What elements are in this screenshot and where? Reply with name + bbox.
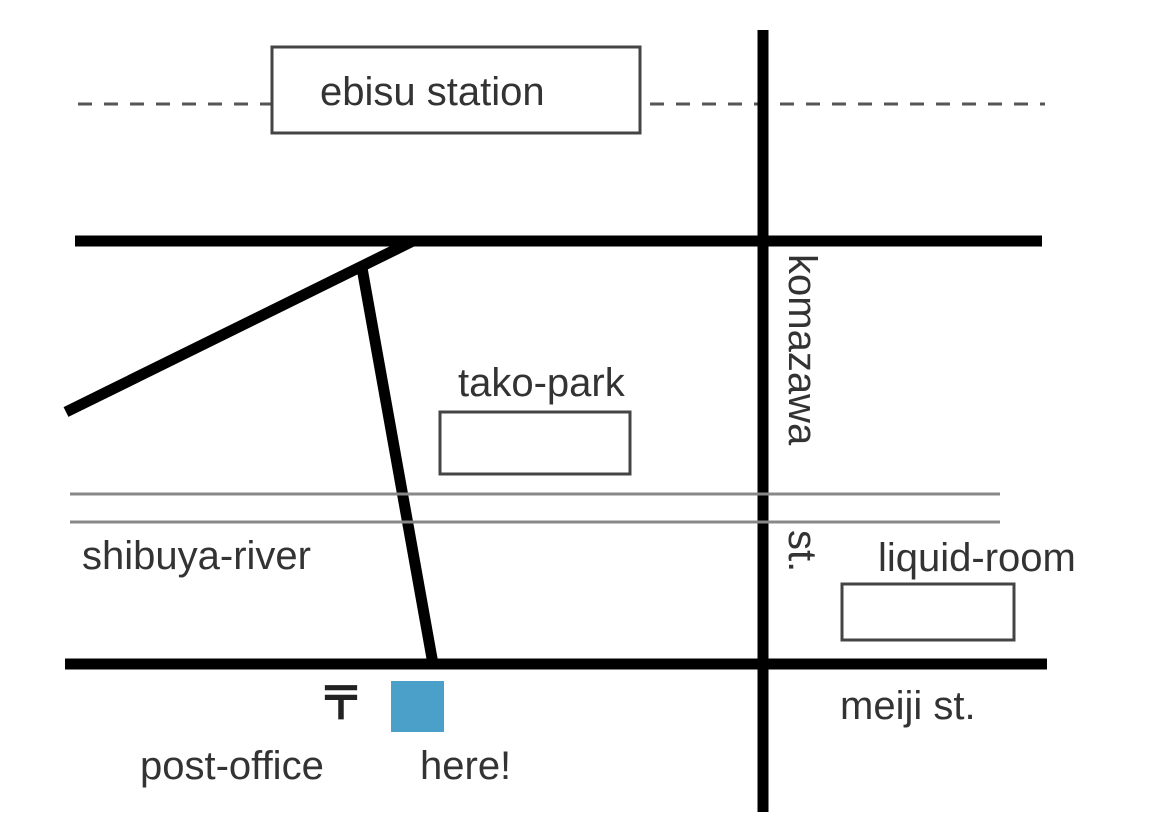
here-marker [391,681,444,732]
slanted-road [356,267,439,665]
ebisu-station-box [270,45,642,135]
komazawa-st-label: st. [780,530,824,573]
komazawa-label: komazawa [780,254,824,446]
tako-park-box [438,410,632,476]
meiji-street-label: meiji st. [840,684,976,728]
ebisu-station-label: ebisu station [320,70,545,114]
post-office-label: post-office [140,744,324,788]
here-label: here! [420,744,512,788]
liquid-room-label: liquid-room [878,536,1076,580]
shibuya-river-label: shibuya-river [82,534,311,578]
liquid-room-box [840,582,1016,642]
tako-park-label: tako-park [458,361,625,405]
diagonal-road [63,236,416,417]
post-office-symbol-icon: 〒 [318,677,364,729]
